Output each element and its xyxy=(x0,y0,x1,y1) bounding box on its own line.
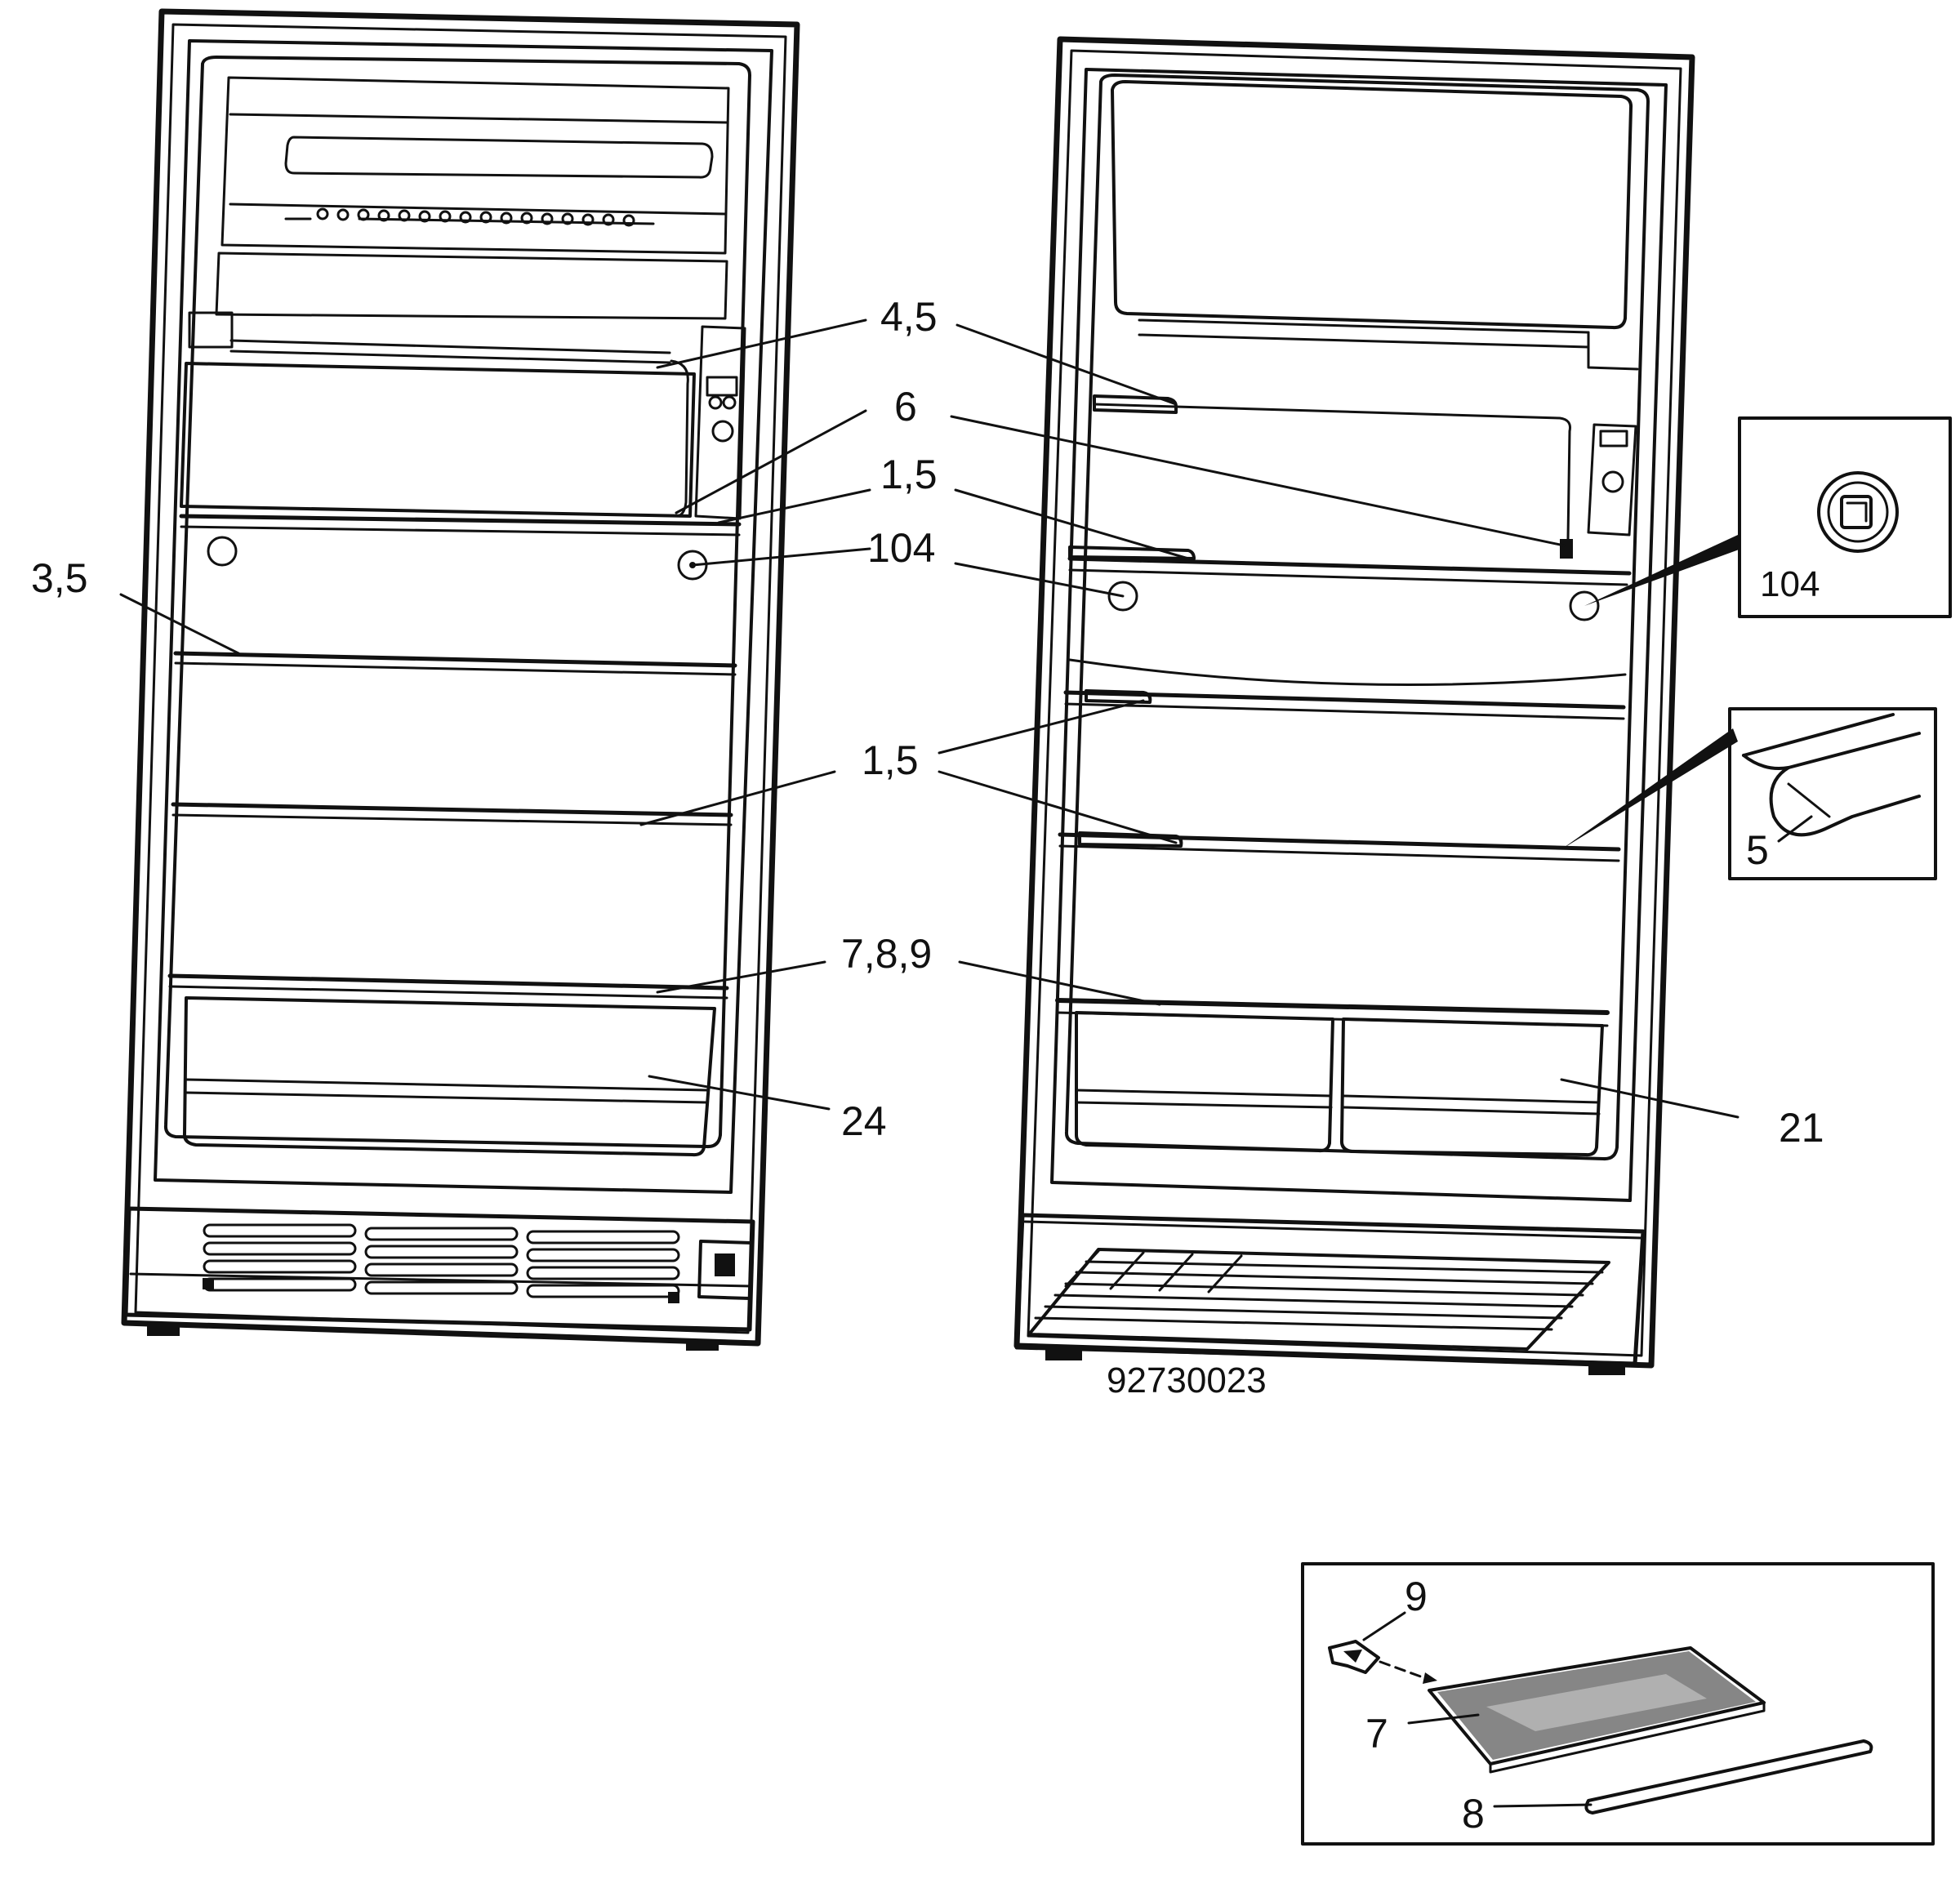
right-inner-wall xyxy=(1064,73,1650,1161)
right-freezer-compartment xyxy=(1111,80,1633,330)
left-foot-right xyxy=(686,1339,719,1351)
left-evaporator-panel xyxy=(284,136,714,179)
right-foot-left xyxy=(1045,1349,1082,1360)
left-liner xyxy=(154,39,773,1194)
left-freezer-door xyxy=(215,252,728,320)
inset-104-label: 104 xyxy=(1760,564,1820,604)
left-top-compartment xyxy=(220,76,730,255)
right-refrigerator xyxy=(1013,36,1695,1375)
shelf-rail xyxy=(1584,1739,1873,1815)
shelf-bracket-icon xyxy=(1328,1640,1380,1674)
right-base xyxy=(1014,1213,1646,1366)
inset-9-label: 9 xyxy=(1405,1574,1428,1619)
hinge-plug-icon xyxy=(1840,495,1873,529)
left-cabinet-outline xyxy=(121,8,800,1347)
right-shelf-2 xyxy=(1063,690,1626,710)
right-shelf-1 xyxy=(1067,556,1632,576)
drawing-number: 92730023 xyxy=(1107,1360,1267,1400)
inset-7-label: 7 xyxy=(1365,1711,1388,1757)
left-base xyxy=(123,1206,755,1332)
callout-21: 21 xyxy=(1779,1105,1824,1151)
left-upper-compartment xyxy=(180,362,696,518)
left-shelf-4 xyxy=(167,973,729,991)
callout-104: 104 xyxy=(867,525,935,571)
inset-hinge-104: 104 xyxy=(1738,416,1952,618)
left-shelf-3 xyxy=(171,802,733,817)
callout-labels: 4,5 6 1,5 104 3,5 1,5 7,8,9 24 21 927300… xyxy=(31,294,1824,1400)
leader-lines xyxy=(119,318,1741,1119)
right-cabinet-inner-edge xyxy=(1027,49,1682,1357)
left-bracket xyxy=(188,311,234,349)
inset-5-label: 5 xyxy=(1746,827,1769,873)
left-grille xyxy=(203,1223,680,1298)
right-shelf-4 xyxy=(1055,998,1610,1015)
left-inner-wall xyxy=(163,56,751,1149)
right-control-panel xyxy=(1587,423,1637,537)
inset-shelf-assembly: 9 7 8 xyxy=(1301,1562,1935,1846)
inset-8-label: 8 xyxy=(1462,1791,1485,1837)
right-cabinet-outline xyxy=(1013,36,1695,1369)
right-crisper-left xyxy=(1075,1011,1334,1153)
callout-1-5-top: 1,5 xyxy=(880,452,938,497)
callout-1-5-lower: 1,5 xyxy=(862,737,919,783)
left-thermostat-knob xyxy=(711,420,734,443)
left-shelf-support-right xyxy=(677,550,708,581)
left-refrigerator xyxy=(121,8,800,1351)
left-vent-holes xyxy=(316,207,635,227)
callout-4-5: 4,5 xyxy=(880,294,938,340)
left-hinge-block xyxy=(697,1240,753,1300)
right-grille xyxy=(1027,1248,1610,1351)
callout-7-8-9: 7,8,9 xyxy=(841,931,932,977)
left-shelf-1 xyxy=(179,514,742,527)
right-liner xyxy=(1050,68,1668,1202)
left-crisper-drawer xyxy=(182,996,716,1157)
right-crisper-right xyxy=(1339,1017,1604,1157)
right-thermostat-knob xyxy=(1601,470,1624,493)
right-upper-rail xyxy=(1093,394,1178,414)
right-foot-right xyxy=(1588,1364,1625,1375)
right-shelf-support-right xyxy=(1569,590,1600,621)
callout-6: 6 xyxy=(894,384,917,430)
left-foot-left xyxy=(147,1325,180,1336)
inset-profile-5: 5 xyxy=(1728,707,1937,880)
left-shelf-support-left xyxy=(207,536,238,567)
callout-3-5: 3,5 xyxy=(31,555,88,601)
left-cabinet-inner-edge xyxy=(134,23,787,1334)
callout-24: 24 xyxy=(841,1098,887,1144)
left-shelf-2 xyxy=(173,651,737,668)
right-rail-2 xyxy=(1068,545,1196,560)
right-shelf-support-left xyxy=(1107,581,1138,612)
